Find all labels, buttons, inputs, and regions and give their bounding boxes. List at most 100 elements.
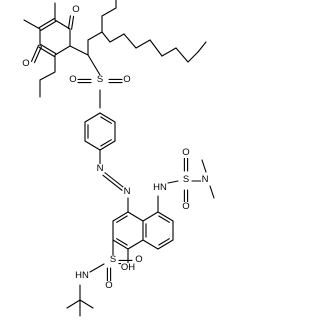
atom-label-background [121, 263, 135, 273]
atom-label: O [123, 74, 130, 85]
atom-so2-s: S [96, 74, 104, 85]
ring-bond [157, 239, 174, 250]
carbonyl-bond [33, 46, 43, 64]
atom-label: O [105, 280, 112, 291]
aromatic-inner-bond [100, 139, 112, 147]
aromatic-inner-bond [116, 238, 128, 246]
atom-so2-o2: O [123, 74, 131, 85]
ring-bond [112, 239, 129, 250]
atom-so2-o1: O [69, 74, 77, 85]
atom-o-top: O [72, 4, 80, 15]
atom-hydroxyl: OH [121, 262, 135, 273]
methyl-bond [209, 185, 215, 199]
methyl-bond [23, 19, 41, 30]
atom-label: N [97, 163, 104, 174]
carbonyl-bond [71, 15, 75, 30]
atom-label-background [123, 187, 131, 197]
atom-sulfam-o1: O [182, 147, 190, 158]
atom-label: S [110, 254, 116, 265]
atom-label: O [72, 4, 79, 15]
ring-bond [54, 19, 71, 30]
atom-label-background [69, 75, 77, 85]
atom-label: S [97, 74, 103, 85]
tert-butyl-bond [66, 299, 81, 309]
alkyl-chain-bond [123, 33, 137, 49]
bond [87, 54, 101, 76]
ring-double-bond [38, 46, 55, 57]
atom-sulfam-o2: O [182, 201, 190, 212]
ring-double-bond [38, 18, 55, 29]
ring-bond [157, 211, 174, 222]
atom-label-background [182, 202, 190, 212]
alkyl-chain-bond [175, 47, 189, 63]
atom-azo-n2: N [123, 186, 131, 197]
bond [167, 180, 179, 184]
atom-label-background [109, 255, 117, 265]
bond-lines [23, 0, 215, 317]
atom-label: HN [153, 182, 167, 193]
ring-bond [99, 112, 116, 123]
atom-label-background [153, 183, 167, 193]
atom-sulfam-nh: HN [153, 182, 167, 193]
tert-butyl-bond [79, 299, 94, 309]
atom-sulfam-n: N [201, 174, 209, 185]
atom-label: O [182, 201, 189, 212]
aromatic-inner-bond [158, 238, 170, 246]
ring-bond [112, 211, 129, 222]
atom-azo-n1: N [96, 163, 104, 174]
alkyl-chain-bond [87, 31, 103, 41]
atom-label: S [183, 174, 189, 185]
ring-double-bond [40, 44, 57, 55]
ring-bond [142, 239, 159, 250]
atom-label-background [72, 5, 80, 15]
atom-label-background [123, 75, 131, 85]
ring-bond [127, 239, 144, 250]
atom-label: O [182, 147, 189, 158]
carbonyl-bond [67, 15, 71, 30]
alkyl-chain-bond [101, 7, 117, 17]
atom-label: O [135, 254, 142, 265]
ring-bond [99, 140, 116, 151]
atom-label-background [182, 148, 190, 158]
ring-bond [84, 140, 101, 151]
atom-sulfam-s: S [182, 174, 190, 185]
atom-label: O [22, 58, 29, 69]
atom-label-background [96, 75, 104, 85]
ring-bond [84, 112, 101, 123]
alkyl-chain-bond [135, 39, 151, 49]
atom-sulfon-o1: O [135, 254, 143, 265]
atom-label-background [135, 255, 143, 265]
ring-bond [142, 211, 159, 222]
alkyl-chain-bond [149, 39, 163, 57]
atom-label-background [75, 271, 89, 281]
atom-label: O [69, 74, 76, 85]
atom-o-left: O [22, 58, 30, 69]
aromatic-inner-bond [100, 116, 112, 124]
propyl-bond [39, 71, 56, 81]
chemical-structure: O O S O O N N HN S O O N S O O HN OH [22, 0, 215, 317]
alkyl-chain-bond [109, 33, 125, 43]
azo-double-bond [102, 174, 123, 191]
azo-double-bond [104, 172, 125, 189]
atom-label-background [105, 281, 113, 291]
atom-label: OH [121, 262, 135, 273]
ring-bond [54, 45, 71, 56]
carbonyl-bond [30, 44, 40, 62]
aromatic-inner-bond [116, 215, 128, 223]
atom-label-background [96, 164, 104, 174]
atom-label: HN [75, 270, 89, 281]
atom-label-background [22, 59, 30, 69]
bond [89, 263, 105, 273]
atom-sulfon-s: S [109, 254, 117, 265]
alkyl-chain-bond [101, 31, 111, 43]
atom-label: N [202, 174, 209, 185]
atom-sulfon-o2: O [105, 280, 113, 291]
alkyl-chain-bond [161, 47, 177, 57]
aromatic-inner-bond [158, 215, 170, 223]
bond [69, 45, 89, 56]
ring-bond [127, 211, 144, 222]
atom-tbu-nh: HN [75, 270, 89, 281]
alkyl-chain-bond [197, 41, 207, 53]
atom-labels: O O S O O N N HN S O O N S O O HN OH [22, 4, 209, 291]
atom-label-background [201, 175, 209, 185]
